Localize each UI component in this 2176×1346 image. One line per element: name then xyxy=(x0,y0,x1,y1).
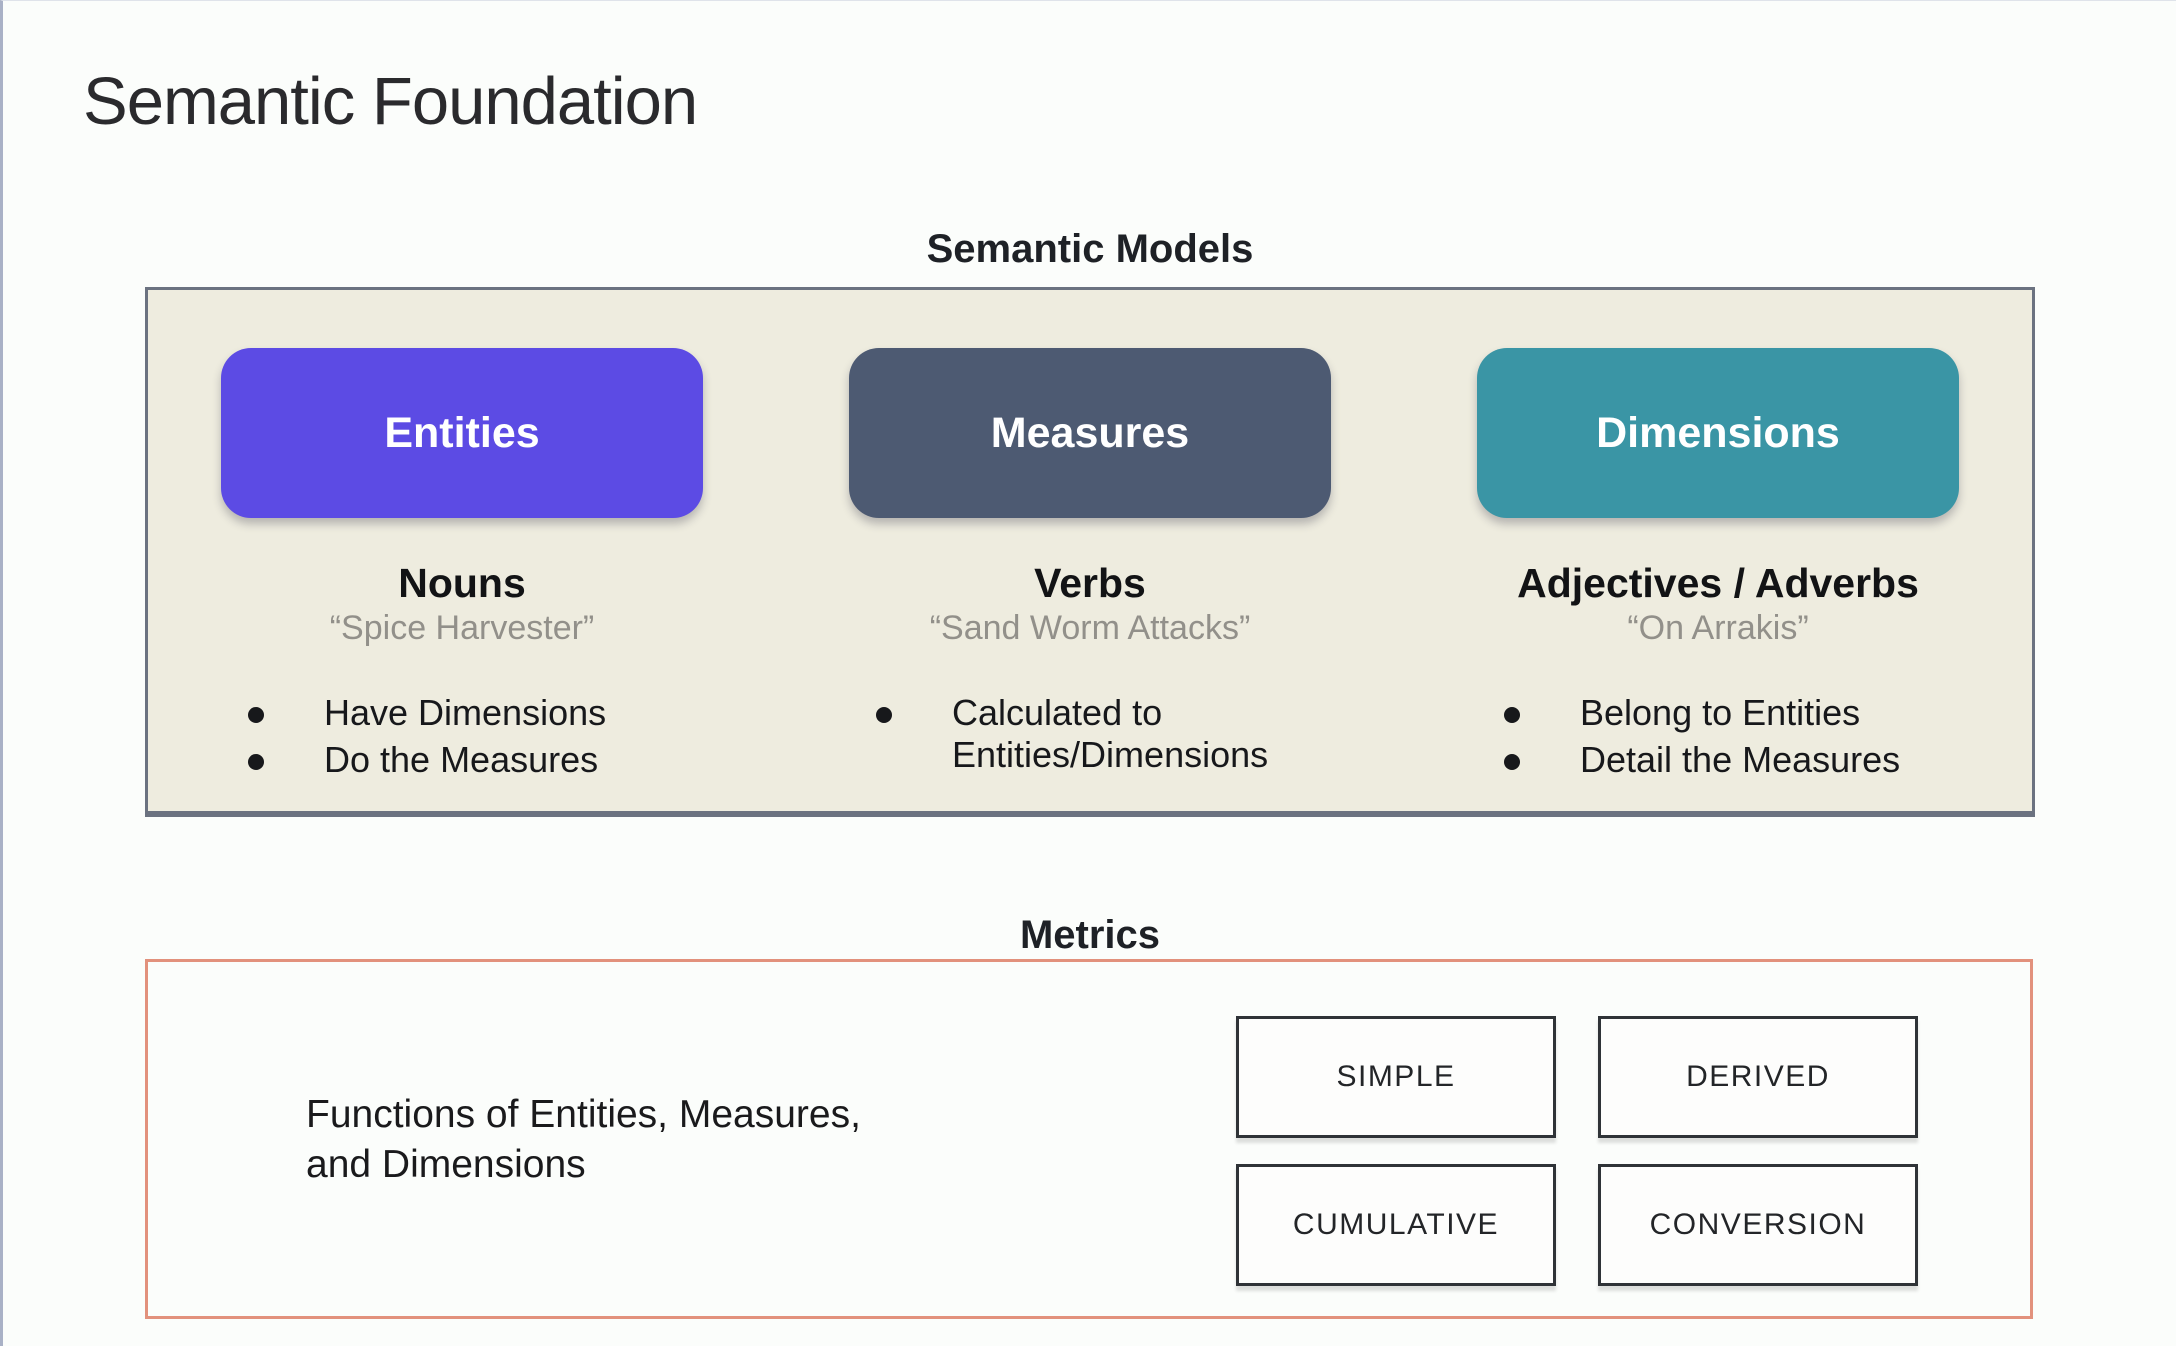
column-measures: Measures Verbs “Sand Worm Attacks” Calcu… xyxy=(776,290,1404,811)
bullet-item: Do the Measures xyxy=(226,739,698,781)
semantic-models-heading: Semantic Models xyxy=(926,227,1254,271)
metrics-heading: Metrics xyxy=(1019,913,1161,957)
measures-subtitle: Verbs xyxy=(1034,560,1146,606)
page-title: Semantic Foundation xyxy=(83,64,698,139)
entities-subtitle: Nouns xyxy=(398,560,526,606)
dimensions-pill-label: Dimensions xyxy=(1596,408,1840,457)
measures-quote: “Sand Worm Attacks” xyxy=(929,609,1251,648)
metric-type-simple: SIMPLE xyxy=(1236,1016,1556,1138)
dimensions-subtitle: Adjectives / Adverbs xyxy=(1517,560,1919,606)
bullet-item: Detail the Measures xyxy=(1482,739,1954,781)
measures-pill-label: Measures xyxy=(990,408,1190,457)
metric-type-grid: SIMPLE DERIVED CUMULATIVE CONVERSION xyxy=(1236,1016,1918,1286)
dimensions-bullet-list: Belong to Entities Detail the Measures xyxy=(1482,687,1954,786)
metric-type-conversion: CONVERSION xyxy=(1598,1164,1918,1286)
measures-bullet-list: Calculated to Entities/Dimensions xyxy=(854,687,1326,781)
metrics-panel: Functions of Entities, Measures, and Dim… xyxy=(145,959,2033,1319)
entities-pill: Entities xyxy=(221,348,703,518)
column-entities: Entities Nouns “Spice Harvester” Have Di… xyxy=(148,290,776,811)
dimensions-quote: “On Arrakis” xyxy=(1627,609,1809,648)
measures-pill: Measures xyxy=(849,348,1331,518)
bullet-item: Have Dimensions xyxy=(226,692,698,734)
semantic-models-panel: Entities Nouns “Spice Harvester” Have Di… xyxy=(145,287,2035,817)
entities-pill-label: Entities xyxy=(384,408,540,457)
entities-bullet-list: Have Dimensions Do the Measures xyxy=(226,687,698,786)
bullet-item: Belong to Entities xyxy=(1482,692,1954,734)
metric-type-derived: DERIVED xyxy=(1598,1016,1918,1138)
metrics-description: Functions of Entities, Measures, and Dim… xyxy=(306,1093,861,1186)
bullet-item: Calculated to Entities/Dimensions xyxy=(854,692,1326,776)
dimensions-pill: Dimensions xyxy=(1477,348,1959,518)
column-dimensions: Dimensions Adjectives / Adverbs “On Arra… xyxy=(1404,290,2032,811)
entities-quote: “Spice Harvester” xyxy=(329,609,595,648)
metric-type-cumulative: CUMULATIVE xyxy=(1236,1164,1556,1286)
